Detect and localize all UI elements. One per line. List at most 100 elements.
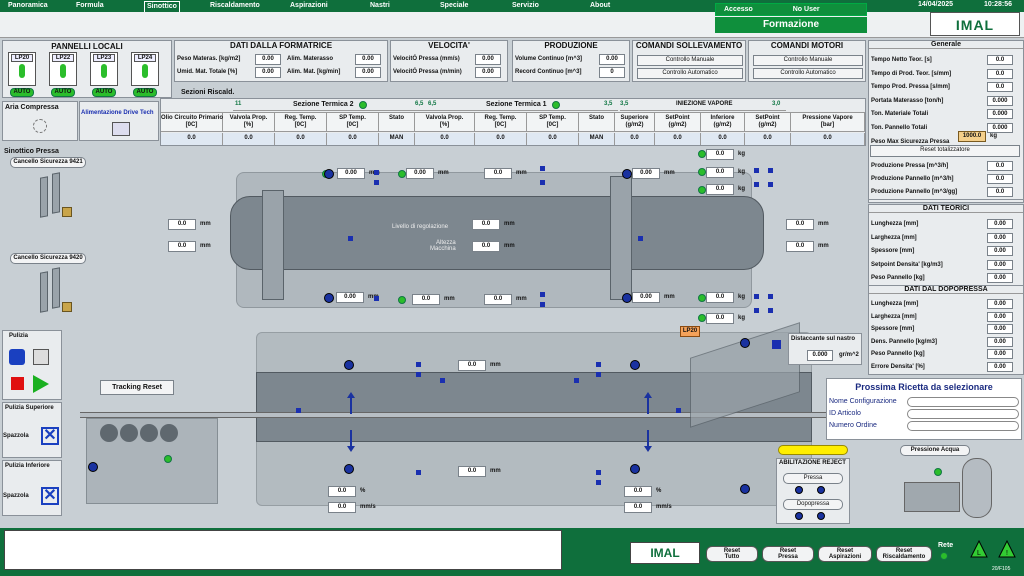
- motor-icon[interactable]: [344, 464, 354, 474]
- menu-formula[interactable]: Formula: [76, 2, 104, 9]
- motori-auto-button[interactable]: Controllo Automatico: [753, 68, 863, 79]
- motor-icon[interactable]: [622, 293, 632, 303]
- sezioni-cell: MAN: [579, 133, 615, 145]
- menu-speciale[interactable]: Speciale: [440, 2, 469, 9]
- gear-icon[interactable]: [33, 349, 49, 365]
- actuator-icon: [676, 408, 681, 413]
- lp20-tag[interactable]: LP20: [680, 326, 700, 337]
- spazzola-inf-x-icon[interactable]: ✕: [41, 487, 59, 505]
- reset-aspirazioni-button[interactable]: Reset Aspirazioni: [818, 546, 872, 562]
- gate-9421-icon: [40, 172, 76, 221]
- produzione-title: PRODUZIONE: [544, 41, 598, 50]
- vol-value: 0.00: [599, 54, 625, 65]
- iv-num: 3,5: [620, 101, 629, 107]
- altezza-macchina-value: 0.0: [472, 241, 500, 252]
- row-label: Larghezza [mm]: [871, 313, 917, 320]
- s2-header: 11 Sezione Termica 2 6,5: [233, 101, 428, 111]
- local-panel-state[interactable]: AUTO: [92, 88, 116, 97]
- reset-pressa-button[interactable]: Reset Pressa: [762, 546, 814, 562]
- hand-icon[interactable]: [9, 349, 25, 365]
- gate-9420-button[interactable]: Cancello Sicurezza 9420: [10, 253, 86, 264]
- left-upper-level-value: 0.0: [168, 219, 196, 230]
- sezioni-cell: 0.0: [327, 133, 379, 145]
- menu-about[interactable]: About: [590, 2, 611, 9]
- key-icon: [19, 64, 25, 78]
- menu-servizio[interactable]: Servizio: [512, 2, 539, 9]
- ricetta-f2-field[interactable]: [907, 409, 1019, 419]
- lift-left-pct-unit: %: [360, 488, 366, 494]
- actuator-icon: [348, 236, 353, 241]
- spazzola-sup-x-icon[interactable]: ✕: [41, 427, 59, 445]
- stop-icon[interactable]: [11, 377, 24, 390]
- user-name: No User: [792, 6, 820, 13]
- motor-icon[interactable]: [344, 360, 354, 370]
- reset-totalizzatore-button[interactable]: Reset totalizzatore: [870, 145, 1020, 157]
- row-label: Produzione Pannello [m^3/gg]: [871, 189, 958, 195]
- sollevamento-panel: COMANDI SOLLEVAMENTO Controllo Manuale C…: [632, 40, 746, 82]
- local-panel-state[interactable]: AUTO: [51, 88, 75, 97]
- motor-icon[interactable]: [740, 338, 750, 348]
- local-panel-state[interactable]: AUTO: [133, 88, 157, 97]
- peso-max-value: 1000.0: [958, 131, 986, 142]
- status-dot-icon: [164, 455, 172, 463]
- peso-max-unit: kg: [990, 133, 998, 139]
- motor-icon[interactable]: [324, 169, 334, 179]
- load-4-value: 0.0: [706, 292, 734, 303]
- lift-right-pct-value: 0.0: [624, 486, 652, 497]
- message-area: [4, 530, 562, 570]
- drive-title: Alimentazione Drive Tech: [81, 110, 154, 116]
- status-dot-icon: [398, 296, 406, 304]
- top-left-gap-value: 0.00: [337, 168, 365, 179]
- reset-tutto-button[interactable]: Reset Tutto: [706, 546, 758, 562]
- motor-icon[interactable]: [88, 462, 98, 472]
- warning-icon[interactable]: L: [970, 539, 988, 558]
- s2-label: Sezione Termica 2: [293, 101, 354, 108]
- ricetta-f1-field[interactable]: [907, 397, 1019, 407]
- motor-icon[interactable]: [622, 169, 632, 179]
- actuator-icon: [754, 294, 759, 299]
- access-box[interactable]: Accesso No User: [715, 3, 867, 16]
- time: 10:28:56: [984, 1, 1013, 8]
- motor-icon[interactable]: [324, 293, 334, 303]
- alarm-icon[interactable]: !: [998, 539, 1016, 558]
- lift-arrow-left-down-icon: [347, 430, 355, 452]
- tracking-reset-button[interactable]: Tracking Reset: [100, 380, 174, 395]
- actuator-icon: [574, 378, 579, 383]
- status-dot-icon: [698, 186, 706, 194]
- local-panel-state[interactable]: AUTO: [10, 88, 34, 97]
- actuator-icon: [768, 168, 773, 173]
- row-label: Ton. Pannello Totali: [871, 125, 928, 131]
- ricetta-f3-label: Numero Ordine: [829, 422, 877, 429]
- row-value: 0.00: [987, 259, 1013, 270]
- reject-pressa-button[interactable]: Pressa: [783, 473, 843, 484]
- motor-icon[interactable]: [630, 464, 640, 474]
- pressione-acqua-button[interactable]: Pressione Acqua: [900, 445, 970, 456]
- menu-riscaldamento[interactable]: Riscaldamento: [210, 2, 260, 9]
- right-upper-level-value: 0.0: [786, 219, 814, 230]
- row-value: 0.00: [987, 349, 1013, 360]
- sezioni-cell: 0.0: [275, 133, 327, 145]
- play-icon[interactable]: [33, 375, 49, 393]
- sollevamento-auto-button[interactable]: Controllo Automatico: [637, 68, 743, 79]
- reject-dopopressa-button[interactable]: Dopopressa: [783, 499, 843, 510]
- reset-riscaldamento-button[interactable]: Reset Riscaldamento: [876, 546, 932, 562]
- motor-icon[interactable]: [740, 484, 750, 494]
- motori-manual-button[interactable]: Controllo Manuale: [753, 55, 863, 66]
- actuator-icon: [416, 362, 421, 367]
- water-pump-status-icon: [934, 468, 942, 476]
- teorici-panel: DATI TEORICI: [868, 204, 1024, 286]
- menu-nastri[interactable]: Nastri: [370, 2, 390, 9]
- rec-label: Record Continuo [m^3]: [515, 69, 582, 75]
- row-value: 0.0: [987, 174, 1013, 184]
- motor-icon[interactable]: [630, 360, 640, 370]
- lift-left-speed-unit: mm/s: [360, 504, 376, 510]
- row-label: Peso Max Sicurezza Pressa: [871, 138, 950, 145]
- ricetta-f3-field[interactable]: [907, 421, 1019, 431]
- lift-arrow-right-up-icon: [644, 392, 652, 414]
- local-panel-label: LP23: [93, 54, 115, 62]
- menu-aspirazioni[interactable]: Aspirazioni: [290, 2, 328, 9]
- top-mid-gap-value: 0.00: [406, 168, 434, 179]
- gate-9421-button[interactable]: Cancello Sicurezza 9421: [10, 157, 86, 168]
- sollevamento-manual-button[interactable]: Controllo Manuale: [637, 55, 743, 66]
- menu-panoramica[interactable]: Panoramica: [8, 2, 48, 9]
